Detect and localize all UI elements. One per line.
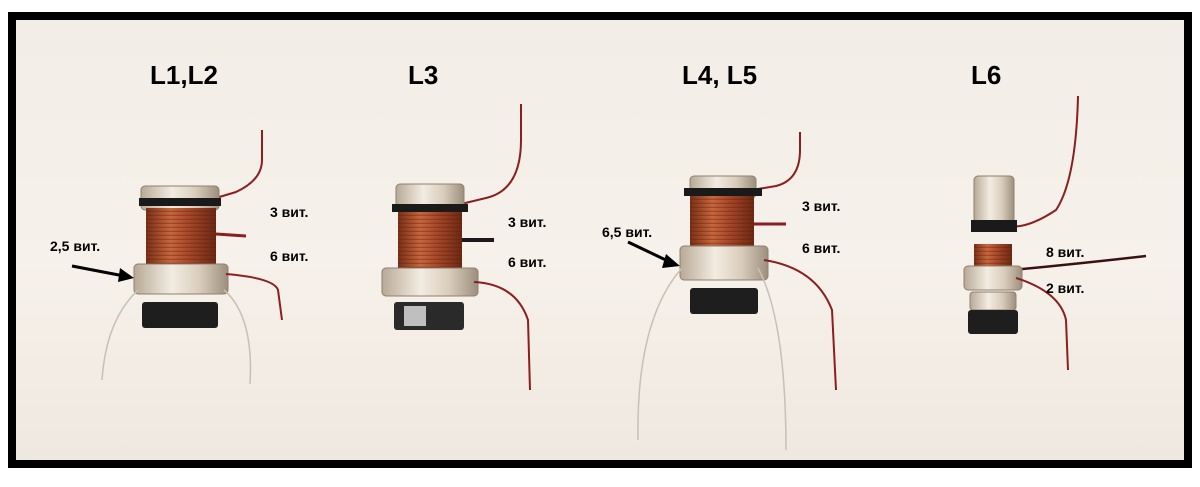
coil-l3-upper-turns: 3 вит. — [508, 214, 547, 230]
coil-l6 — [963, 95, 1147, 371]
coil-l4-l5-upper-turns: 3 вит. — [802, 198, 841, 214]
photo-frame: L1,L2 L3 L4, L5 L6 3 вит. 6 вит. 2,5 вит… — [8, 12, 1192, 468]
coil-l4-l5-lower-turns: 6 вит. — [802, 240, 841, 256]
coil-l1-l2 — [71, 130, 283, 385]
coils-photo — [71, 95, 1147, 451]
coil-l3-lower-turns: 6 вит. — [508, 254, 547, 270]
coil-title-l3: L3 — [408, 60, 439, 90]
coil-title-l4-l5: L4, L5 — [682, 60, 758, 90]
coil-l6-lower-turns: 2 вит. — [1046, 280, 1085, 296]
coil-l1-l2-upper-turns: 3 вит. — [270, 204, 309, 220]
coil-l1-l2-tap-turns: 2,5 вит. — [50, 238, 101, 254]
coil-l6-upper-turns: 8 вит. — [1046, 244, 1085, 260]
coil-title-l6: L6 — [971, 60, 1002, 90]
coil-l3 — [381, 104, 531, 391]
coil-title-l1-l2: L1,L2 — [150, 60, 218, 90]
coil-l4-l5 — [627, 132, 837, 451]
coil-l1-l2-lower-turns: 6 вит. — [270, 248, 309, 264]
coil-l4-l5-tap-turns: 6,5 вит. — [602, 224, 653, 240]
